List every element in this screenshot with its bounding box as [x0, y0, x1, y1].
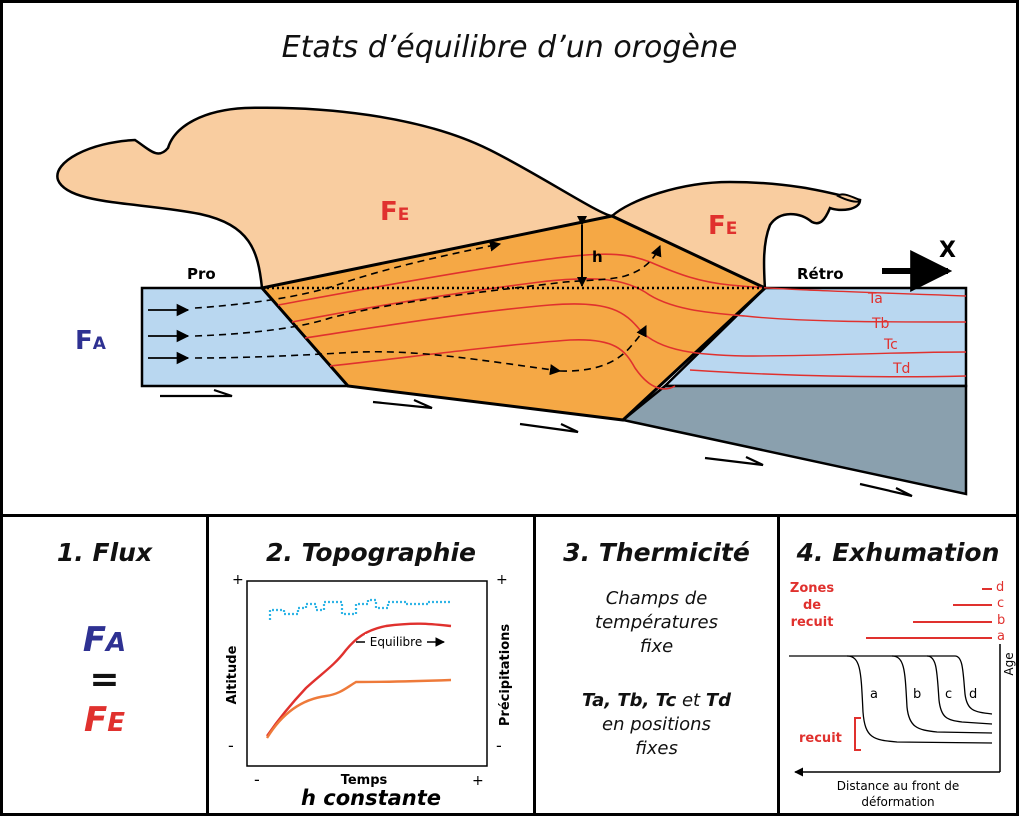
zone-letter-b: b — [997, 613, 1005, 628]
isotherm-label-tc: Tc — [883, 337, 898, 353]
thermicite-line-5: en positions — [602, 714, 711, 735]
isotherm-label-td: Td — [892, 361, 910, 377]
panel-2-caption: h constante — [300, 786, 442, 810]
curve-letter-d: d — [969, 687, 977, 702]
panel-4-frame — [777, 514, 1019, 816]
x-plus: + — [472, 773, 484, 789]
particle-paths — [194, 240, 662, 376]
y-left-plus: + — [232, 572, 244, 588]
panel-2-title: 2. Topographie — [266, 538, 476, 567]
distance-label-2: déformation — [861, 795, 934, 809]
age-curves — [789, 655, 993, 744]
x-axis-label: Temps — [341, 773, 388, 788]
flux-fa: FA — [82, 620, 127, 660]
h-label: h — [592, 248, 603, 266]
flux-fe: FE — [84, 700, 125, 740]
fa-label: FA — [75, 326, 107, 356]
pro-label: Pro — [187, 265, 216, 283]
curve-letter-b: b — [913, 687, 921, 702]
x-label: X — [939, 238, 956, 263]
y-left-minus: - — [228, 736, 234, 755]
zones-label-2: de — [803, 598, 821, 613]
isotherm-label-tb: Tb — [871, 316, 890, 332]
panel-3-title: 3. Thermicité — [563, 538, 750, 567]
panel-3-text: Champs de températures fixe Ta, Tb, Tc e… — [533, 587, 780, 761]
retro-isotherms — [689, 284, 967, 378]
precipitation-curve — [268, 598, 450, 620]
orogen-wedge — [259, 214, 768, 422]
y-axis-right-label: Précipitations — [498, 624, 513, 727]
zone-letter-a: a — [997, 629, 1005, 644]
accretion-arrows — [148, 303, 190, 365]
retro-substrate — [620, 384, 968, 496]
panel-4-title: 4. Exhumation — [796, 538, 1000, 567]
retro-label: Rétro — [797, 265, 844, 283]
fe-label-right: FE — [708, 211, 737, 241]
annealing-zone-bars — [866, 588, 992, 639]
x-minus: - — [254, 770, 260, 789]
thermicite-line-3: fixe — [639, 636, 674, 657]
fe-label-left: FE — [380, 197, 409, 227]
curve-letter-a: a — [870, 687, 878, 702]
curve-letter-c: c — [945, 687, 952, 702]
plot-area — [246, 580, 488, 767]
y-right-plus: + — [496, 572, 508, 588]
altitude-curve-lower — [265, 678, 452, 739]
distance-label-1: Distance au front de — [837, 779, 959, 793]
panel-1-equation: FA = FE — [0, 620, 209, 740]
y-axis-left-label: Altitude — [225, 645, 240, 704]
recuit-bracket — [854, 717, 861, 751]
orogen-cross-section: h X Pro Rétro FE FE FA Ta — [56, 106, 968, 498]
isotherm-label-ta: Ta — [867, 291, 883, 307]
thermicite-isotherm-list: Ta, Tb, Tc et Td — [581, 690, 732, 711]
zones-label-3: recuit — [791, 615, 834, 630]
altitude-curve-upper — [266, 622, 452, 737]
thermicite-line-6: fixes — [635, 738, 678, 759]
zones-label-1: Zones — [790, 581, 834, 596]
thermicite-line-2: températures — [595, 612, 718, 633]
recuit-label: recuit — [799, 731, 842, 746]
flux-equals: = — [89, 659, 120, 700]
equilibre-label-bg — [365, 634, 427, 649]
zone-letter-d: d — [996, 580, 1004, 595]
panel-1-title: 1. Flux — [56, 538, 153, 567]
zone-letter-c: c — [997, 596, 1004, 611]
exhumation-chart: Zones de recuit d c b a Age a b — [789, 580, 1016, 809]
thermicite-line-1: Champs de — [605, 588, 708, 609]
y-right-minus: - — [496, 736, 502, 755]
diagram-title: Etats d’équilibre d’un orogène — [281, 30, 738, 65]
shear-arrows — [160, 388, 913, 498]
topography-chart: + - + - - + Temps Altitude Précipitation… — [225, 572, 513, 789]
age-axis-label: Age — [1002, 652, 1016, 675]
equilibre-label: Equilibre — [370, 635, 422, 649]
